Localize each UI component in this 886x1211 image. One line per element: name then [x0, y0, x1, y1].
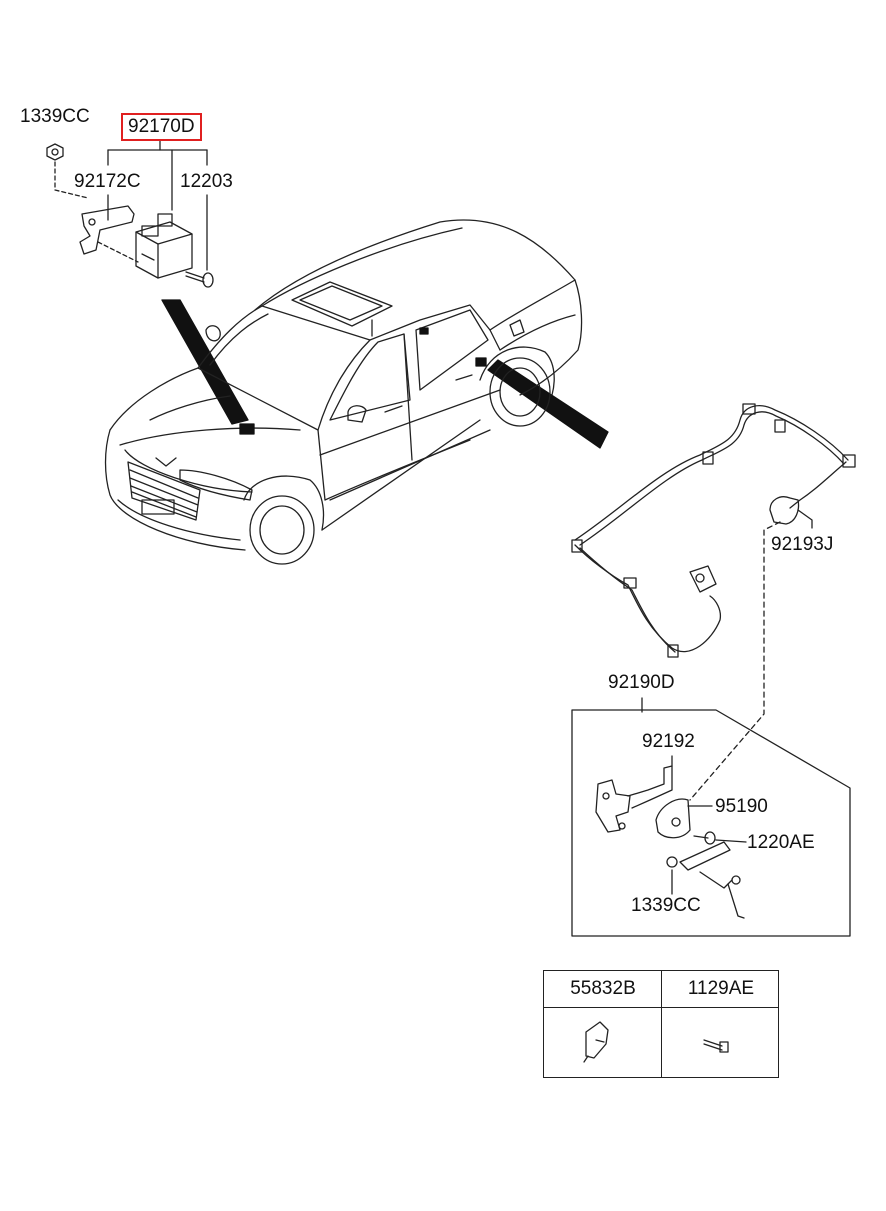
bracket-clip-icon [583, 1021, 609, 1063]
wiring-harness-icon [571, 403, 856, 658]
sensor-bracket-icon [595, 765, 673, 833]
part-label-92170d-highlighted: 92170D [121, 113, 202, 141]
part-label-95190: 95190 [715, 796, 768, 817]
table-header-1129ae: 1129AE [687, 978, 755, 999]
module-location-marker [239, 423, 255, 435]
bolt-icon [703, 1039, 729, 1053]
harness-location-marker [419, 327, 429, 335]
bracket-icon [79, 205, 139, 263]
control-module-icon [135, 213, 193, 279]
part-label-12203: 12203 [180, 171, 233, 192]
part-label-92193j: 92193J [771, 534, 834, 555]
sensor-bolt-icon [693, 831, 716, 845]
harness-to-sensor-leader [689, 521, 781, 801]
part-label-92192: 92192 [642, 731, 695, 752]
part-label-92172c: 92172C [74, 171, 141, 192]
leader-92193j [797, 509, 813, 529]
bolt-12203-icon [185, 271, 214, 288]
table-header-55832b: 55832B [570, 978, 636, 999]
sensor-assembly-frame [571, 709, 851, 937]
level-sensor-icon [655, 798, 691, 839]
table-divider [661, 971, 662, 1077]
nut-icon [46, 143, 64, 161]
part-label-1220ae: 1220AE [747, 832, 815, 853]
part-label-1339cc-lower: 1339CC [631, 895, 701, 916]
leader-1220ae [715, 839, 747, 843]
arrow-to-module-location [161, 299, 249, 425]
part-label-92190d: 92190D [608, 672, 675, 693]
sensor-link-rod-icon [666, 841, 745, 919]
parts-table: 55832B 1129AE [543, 970, 779, 1078]
table-header-divider [544, 1007, 778, 1008]
car-illustration [104, 219, 583, 565]
part-label-1339cc-top: 1339CC [20, 106, 90, 127]
sensor-location-marker [475, 357, 487, 367]
module-leader-lines [54, 139, 208, 271]
